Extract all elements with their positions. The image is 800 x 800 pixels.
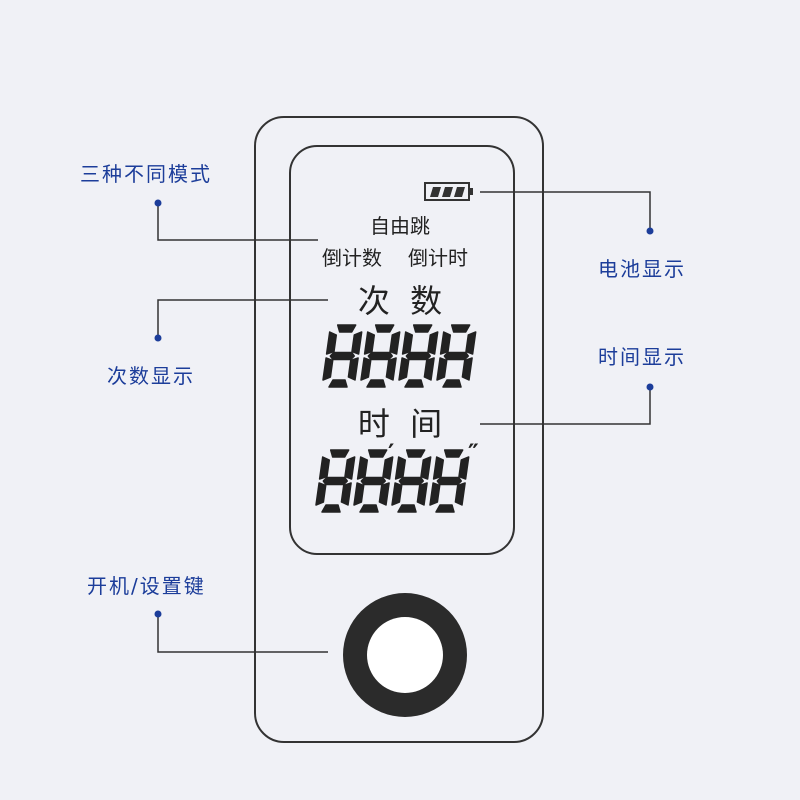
second-mark: ″ — [468, 439, 479, 467]
digit-segment — [382, 456, 394, 480]
mode-countdown-count: 倒计数 — [322, 246, 382, 270]
digit-segment — [336, 324, 357, 333]
modes-dot — [154, 199, 162, 207]
power-button-center[interactable] — [367, 617, 443, 693]
battery-dot — [646, 227, 654, 235]
mode-countdown-time: 倒计时 — [408, 246, 468, 270]
digit-segment — [351, 331, 363, 355]
digit-segment — [423, 357, 435, 381]
digit-segment — [391, 482, 403, 506]
device-body — [254, 116, 544, 743]
count-dot — [154, 334, 162, 342]
digit-segment — [442, 379, 462, 388]
digit-segment — [432, 456, 445, 480]
digit-segment — [405, 351, 432, 361]
digit-segment — [347, 357, 359, 381]
digit-segment — [420, 456, 432, 480]
digit-segment — [378, 482, 390, 506]
label-battery-display: 电池显示 — [598, 257, 686, 281]
digit-segment — [436, 357, 448, 381]
digit-segment — [321, 504, 341, 513]
digit-segment — [318, 456, 331, 480]
digit-segment — [435, 504, 455, 513]
time-title: 时 间 — [357, 405, 443, 443]
digit-segment — [416, 482, 428, 506]
digit-segment — [404, 379, 424, 388]
modes-leader — [157, 203, 318, 241]
label-modes: 三种不同模式 — [80, 162, 212, 186]
digit-segment — [405, 449, 426, 458]
battery-icon — [424, 182, 473, 201]
digit-segment — [443, 449, 464, 458]
time-leader — [480, 387, 651, 425]
digit-segment — [367, 449, 388, 458]
label-power-button: 开机/设置键 — [87, 574, 206, 598]
lcd-screen — [289, 145, 515, 555]
label-time-display: 时间显示 — [598, 345, 686, 369]
digit-segment — [389, 331, 401, 355]
button-leader — [157, 614, 328, 653]
digit-segment — [398, 357, 410, 381]
digit-segment — [397, 504, 417, 513]
digit-segment — [328, 379, 348, 388]
digit-segment — [353, 482, 365, 506]
time-dot — [646, 383, 654, 391]
digit-segment — [360, 357, 372, 381]
time-digits — [315, 449, 470, 513]
digit-segment — [359, 504, 379, 513]
digit-segment — [394, 456, 407, 480]
battery-bar — [430, 187, 441, 197]
digit-segment — [356, 456, 369, 480]
battery-leader — [480, 191, 651, 231]
digit-segment — [322, 476, 349, 486]
digit-segment — [436, 476, 463, 486]
digit-segment — [363, 331, 376, 355]
battery-bar — [454, 187, 465, 197]
count-title: 次 数 — [357, 282, 443, 320]
digit-segment — [329, 351, 356, 361]
digit-segment — [367, 351, 394, 361]
digit-segment — [374, 324, 395, 333]
digit-segment — [344, 456, 356, 480]
minute-mark: ′ — [388, 439, 395, 467]
label-count-display: 次数显示 — [107, 364, 195, 388]
digit-segment — [360, 476, 387, 486]
digit-segment — [398, 476, 425, 486]
digit-segment — [385, 357, 397, 381]
digit-segment — [401, 331, 414, 355]
digit-segment — [465, 331, 477, 355]
digit-segment — [450, 324, 471, 333]
digit-segment — [429, 482, 441, 506]
digit-segment — [340, 482, 352, 506]
digit-segment — [412, 324, 433, 333]
digit-segment — [427, 331, 439, 355]
digit-segment — [439, 331, 452, 355]
digit-segment — [315, 482, 327, 506]
power-settings-button[interactable] — [343, 593, 467, 717]
digit-segment — [461, 357, 473, 381]
digit-segment — [329, 449, 350, 458]
digit-segment — [366, 379, 386, 388]
count-leader — [157, 299, 328, 338]
digit-segment — [458, 456, 470, 480]
count-digits — [322, 324, 477, 388]
mode-free-jump: 自由跳 — [370, 214, 430, 238]
button-dot — [154, 610, 162, 618]
digit-segment — [325, 331, 338, 355]
digit-segment — [454, 482, 466, 506]
digit-segment — [322, 357, 334, 381]
digit-segment — [443, 351, 470, 361]
battery-bar — [442, 187, 453, 197]
